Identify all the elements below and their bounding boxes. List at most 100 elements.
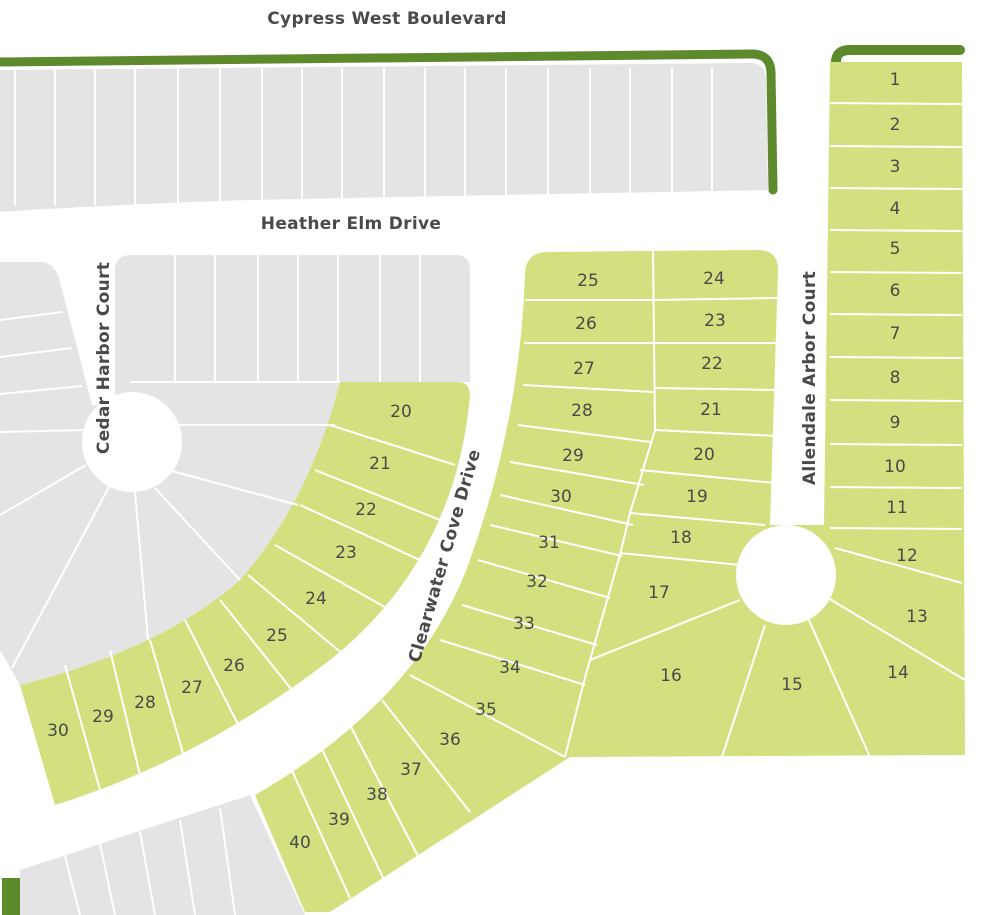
cedar-cul-de-sac [82,392,182,492]
lot-east-32[interactable]: 32 [526,572,548,592]
lot-divider [827,597,966,681]
lot-east-3[interactable]: 3 [890,157,901,177]
lot-divider [64,855,81,915]
street-cypress-west-boulevard: Cypress West Boulevard [267,9,506,29]
lot-east-5[interactable]: 5 [890,239,901,259]
lot-east-27[interactable]: 27 [573,359,595,379]
lot-divider [0,429,85,433]
lot-divider [461,604,598,646]
lot-divider [619,552,741,566]
lot-east-9[interactable]: 9 [890,413,901,433]
lot-divider [721,624,766,758]
lot-east-23[interactable]: 23 [704,311,726,331]
lot-east-36[interactable]: 36 [439,730,461,750]
lot-divider [834,547,963,584]
lot-divider [139,831,156,915]
lot-east-1[interactable]: 1 [890,70,901,90]
lot-divider [489,524,623,557]
lot-divider [829,443,963,446]
lot-divider [319,744,386,883]
lot-east-18[interactable]: 18 [670,528,692,548]
lot-divider [499,494,634,526]
lot-east-24[interactable]: 24 [703,269,725,289]
lot-west-28[interactable]: 28 [134,693,156,713]
lot-divider [807,617,871,758]
lot-divider [619,512,631,556]
lot-divider [381,699,471,813]
lot-divider [509,461,645,486]
lot-east-37[interactable]: 37 [400,760,422,780]
lot-divider [589,599,741,661]
lot-east-13[interactable]: 13 [906,607,928,627]
lot-east-15[interactable]: 15 [781,675,803,695]
lot-divider [0,385,83,395]
lot-east-39[interactable]: 39 [328,810,350,830]
lot-divider [247,574,351,661]
lot-east-20[interactable]: 20 [693,445,715,465]
lot-east-14[interactable]: 14 [887,663,909,683]
lot-west-22[interactable]: 22 [355,500,377,520]
lot-east-22[interactable]: 22 [701,354,723,374]
lot-east-26[interactable]: 26 [575,314,597,334]
street-allendale-arbor-court: Allendale Arbor Court [800,271,820,485]
lot-west-30[interactable]: 30 [47,721,69,741]
lot-east-11[interactable]: 11 [886,498,908,518]
lot-divider [99,843,116,915]
lot-east-12[interactable]: 12 [896,546,918,566]
lot-east-8[interactable]: 8 [890,368,901,388]
lot-divider [652,297,779,301]
lot-east-16[interactable]: 16 [660,666,682,686]
lot-east-40[interactable]: 40 [289,833,311,853]
lot-divider [829,356,963,359]
lot-divider [829,102,963,105]
lot-east-29[interactable]: 29 [562,446,584,466]
lot-divider [829,399,963,402]
lot-east-17[interactable]: 17 [648,583,670,603]
lot-east-10[interactable]: 10 [884,457,906,477]
lot-divider [167,469,299,506]
lot-west-24[interactable]: 24 [305,589,327,609]
lot-east-35[interactable]: 35 [475,700,497,720]
lot-west-25[interactable]: 25 [266,626,288,646]
lot-east-34[interactable]: 34 [499,658,521,678]
lot-divider [654,387,778,391]
lot-divider [629,429,656,514]
lot-east-7[interactable]: 7 [890,324,901,344]
lot-east-21[interactable]: 21 [700,400,722,420]
lot-east-4[interactable]: 4 [890,199,901,219]
lot-divider [517,424,652,443]
lot-divider [287,761,351,899]
lot-west-23[interactable]: 23 [335,543,357,563]
lot-east-38[interactable]: 38 [366,785,388,805]
lot-divider [134,491,149,641]
lot-east-33[interactable]: 33 [513,614,535,634]
lot-divider [179,819,196,915]
lot-east-19[interactable]: 19 [686,487,708,507]
lot-east-28[interactable]: 28 [571,401,593,421]
lot-east-25[interactable]: 25 [577,271,599,291]
lot-divider [639,469,776,484]
lot-divider [154,487,241,581]
lot-divider [0,347,73,358]
lot-divider [829,486,963,489]
lot-divider [829,527,963,530]
lot-west-20[interactable]: 20 [390,402,412,422]
lot-divider [477,559,611,599]
lot-divider [629,512,766,526]
lot-west-29[interactable]: 29 [92,707,114,727]
lot-divider [522,384,654,393]
lot-divider [219,807,236,915]
north-border [0,49,778,195]
lot-east-30[interactable]: 30 [550,487,572,507]
lot-west-26[interactable]: 26 [223,656,245,676]
lot-east-6[interactable]: 6 [890,281,901,301]
lot-divider [0,311,63,321]
lot-west-27[interactable]: 27 [181,678,203,698]
lot-east-2[interactable]: 2 [890,115,901,135]
lot-west-21[interactable]: 21 [369,454,391,474]
lot-divider [349,724,421,861]
lot-east-31[interactable]: 31 [538,533,560,553]
lot-divider [64,664,101,791]
